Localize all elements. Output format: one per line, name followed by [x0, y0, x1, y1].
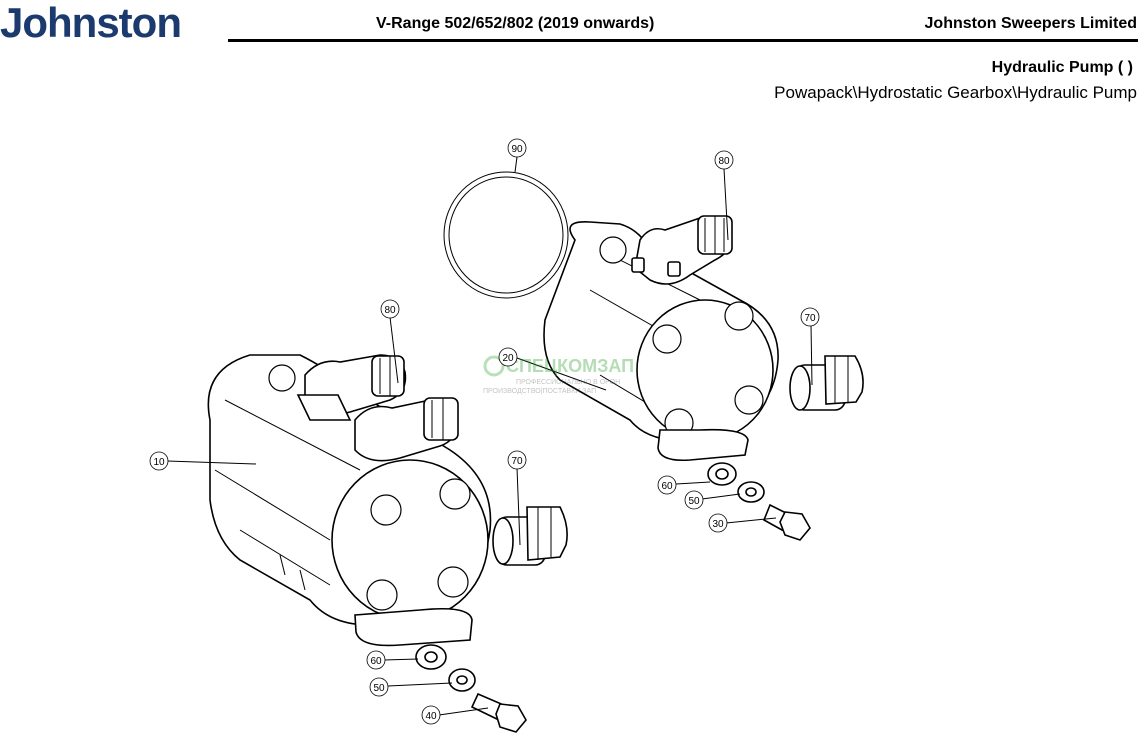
- watermark: СПЕЦКОМЗАП ПРОФЕССИОНАЛЬНО В ОРОН ПРОИЗВ…: [483, 355, 634, 395]
- hydraulic-pump-lower: [207, 354, 492, 647]
- callout-80-lower: 80: [380, 299, 400, 319]
- watermark-gear-icon: [483, 355, 505, 377]
- svg-text:10: 10: [153, 457, 165, 468]
- johnston-logo: Johnston: [0, 0, 182, 46]
- watermark-line1: ПРОФЕССИОНАЛЬНО В ОРОН: [516, 379, 620, 386]
- callout-90: 90: [507, 138, 527, 158]
- callout-60-upper: 60: [657, 475, 677, 495]
- callout-70-lower: 70: [507, 450, 527, 470]
- svg-text:90: 90: [511, 144, 523, 155]
- svg-text:70: 70: [511, 456, 523, 467]
- svg-text:50: 50: [688, 496, 700, 507]
- svg-text:60: 60: [661, 481, 673, 492]
- header-rule: [228, 39, 1138, 42]
- svg-text:60: 60: [370, 656, 382, 667]
- washer-50-lower: [448, 668, 476, 692]
- watermark-brand: СПЕЦКОМЗАП: [506, 356, 634, 376]
- svg-text:30: 30: [712, 519, 724, 530]
- washer-60-lower: [415, 644, 447, 670]
- bolt-40: [470, 692, 527, 733]
- callout-70-upper: 70: [800, 307, 820, 327]
- model-title: V-Range 502/652/802 (2019 onwards): [376, 15, 655, 32]
- part-path: Powapack\Hydrostatic Gearbox\Hydraulic P…: [774, 83, 1137, 102]
- part-title: Hydraulic Pump ( ): [991, 59, 1133, 76]
- company-name: Johnston Sweepers Limited: [924, 15, 1137, 32]
- callout-50-lower: 50: [369, 677, 389, 697]
- svg-text:40: 40: [425, 711, 437, 722]
- callout-50-upper: 50: [684, 490, 704, 510]
- callout-40: 40: [421, 705, 441, 725]
- callout-20: 20: [498, 347, 518, 367]
- svg-text:50: 50: [373, 683, 385, 694]
- svg-text:70: 70: [804, 313, 816, 324]
- watermark-line2: ПРОИЗВОДСТВО|ПОСТАВКИ ЗАП: [483, 388, 596, 395]
- washer-60-upper: [707, 462, 737, 486]
- svg-text:80: 80: [718, 156, 730, 167]
- leader-lines: [166, 156, 813, 716]
- callout-80-upper: 80: [714, 150, 734, 170]
- seal-ring-90: [443, 171, 569, 299]
- fitting-70-lower: [492, 506, 568, 566]
- svg-text:80: 80: [384, 305, 396, 316]
- washer-50-upper: [737, 481, 765, 503]
- hydraulic-pump-upper: [543, 215, 779, 462]
- callout-30: 30: [708, 513, 728, 533]
- svg-text:20: 20: [502, 353, 514, 364]
- callout-60-lower: 60: [366, 650, 386, 670]
- bolt-30: [762, 503, 811, 541]
- callout-10: 10: [149, 451, 169, 471]
- fitting-70-upper: [789, 355, 864, 411]
